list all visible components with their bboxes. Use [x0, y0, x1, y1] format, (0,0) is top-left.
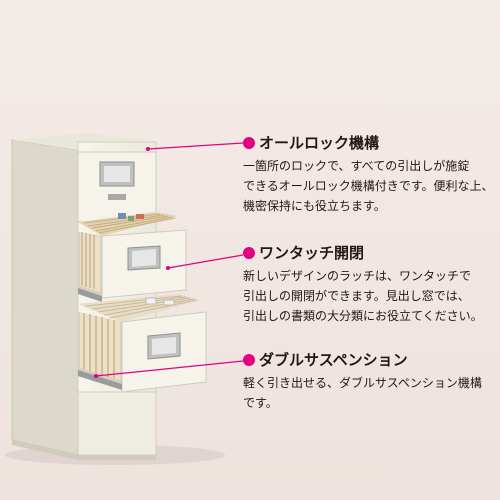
feature-line: 引出しの書類の大分類にお役立てください。	[243, 309, 483, 323]
feature-description: 軽く引き出せる、ダブルサスペンション機構 です。	[243, 373, 495, 413]
feature-title: ワンタッチ開閉	[259, 244, 365, 262]
feature-description: 新しいデザインのラッチは、ワンタッチで 引出しの開閉ができます。見出し窓では、 …	[243, 266, 495, 326]
cabinet-base	[12, 391, 157, 460]
feature-line: 引出しの開閉ができます。見出し窓では、	[243, 289, 470, 303]
feature-line: 一箇所のロックで、すべての引出しが施錠	[243, 159, 470, 173]
feature-title: ダブルサスペンション	[259, 351, 408, 369]
feature-description: 一箇所のロックで、すべての引出しが施錠 できるオールロック機構付きです。便利な上…	[243, 156, 495, 216]
feature-all-lock: オールロック機構 一箇所のロックで、すべての引出しが施錠 できるオールロック機構…	[243, 134, 495, 216]
feature-one-touch: ワンタッチ開閉 新しいデザインのラッチは、ワンタッチで 引出しの開閉ができます。…	[243, 244, 495, 326]
feature-double-suspension: ダブルサスペンション 軽く引き出せる、ダブルサスペンション機構 です。	[243, 351, 495, 413]
feature-line: です。	[243, 396, 278, 410]
feature-line: 機密保持にも役立ちます。	[243, 199, 386, 213]
callout-lines	[94, 142, 244, 378]
feature-line: 軽く引き出せる、ダブルサスペンション機構	[243, 376, 482, 390]
bottom-drawer	[78, 294, 207, 393]
bullet-dot-icon	[243, 247, 255, 259]
bullet-dot-icon	[243, 354, 255, 366]
feature-title: オールロック機構	[259, 134, 380, 152]
middle-drawer	[78, 212, 187, 302]
feature-line: 新しいデザインのラッチは、ワンタッチで	[243, 269, 472, 283]
feature-line: できるオールロック機構付きです。便利な上、	[243, 179, 494, 193]
bullet-dot-icon	[243, 137, 255, 149]
